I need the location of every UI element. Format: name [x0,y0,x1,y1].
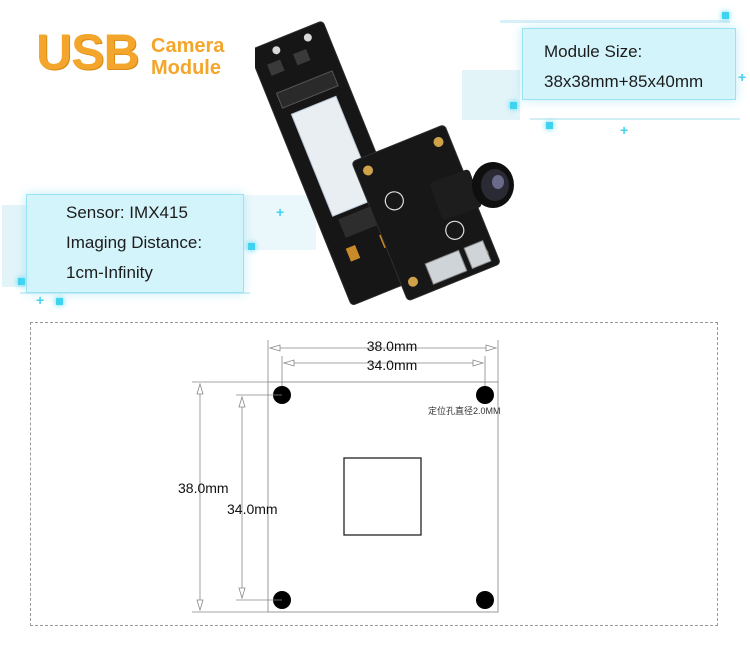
decor-line [530,118,740,120]
brand-subtitle: Camera Module [151,35,224,79]
brand-usb-logo: USB [36,24,140,80]
sensor-text: Sensor: IMX415 Imaging Distance: 1cm-Inf… [66,198,202,288]
dimension-drawing-frame [30,322,718,626]
decor-dot [510,102,517,109]
sensor-panel [26,194,244,293]
decor-plus-icon: + [36,292,45,308]
decor-strip [240,195,316,250]
decor-plus-icon: + [620,122,629,138]
module-size-panel [522,28,736,100]
decor-line [500,20,730,23]
brand-subtitle-line1: Camera [151,35,225,57]
module-size-text: Module Size: 38x38mm+85x40mm [544,37,703,97]
decor-dot [722,12,729,19]
decor-line [20,292,250,294]
decor-dot [248,243,255,250]
module-size-label: Module Size: [544,42,643,61]
imaging-distance-value: 1cm-Infinity [66,263,153,282]
camera-module-image [255,21,514,305]
decor-strip [462,70,520,120]
sensor-outline [343,457,422,536]
mounting-hole [476,386,494,404]
module-size-value: 38x38mm+85x40mm [544,72,704,91]
imaging-distance-label: Imaging Distance: [66,233,203,252]
brand-subtitle-line2: Module [151,57,221,79]
hole-diameter-note: 定位孔直径2.0MM [428,405,501,416]
decor-plus-icon: + [738,69,747,85]
mounting-hole [476,591,494,609]
decor-plus-icon: + [276,204,285,220]
sensor-model: Sensor: IMX415 [66,203,188,222]
decor-dot [18,278,25,285]
decor-dot [56,298,63,305]
decor-dot [546,122,553,129]
decor-strip [2,205,30,287]
dim-inner-height: 34.0mm [227,501,278,517]
dim-inner-width: 34.0mm [367,357,418,373]
dim-outer-width: 38.0mm [367,338,418,354]
dim-outer-height: 38.0mm [178,480,229,496]
